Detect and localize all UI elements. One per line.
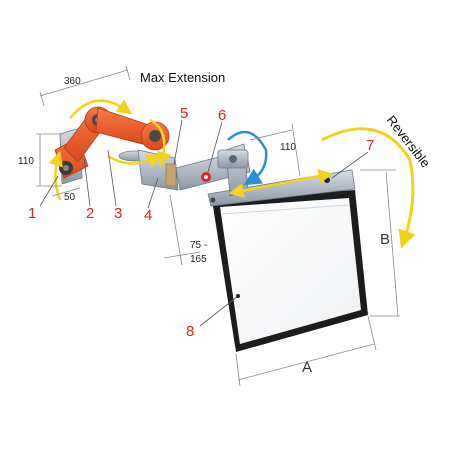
- dimension-lines: [36, 65, 400, 387]
- callout-5: 5: [180, 105, 188, 122]
- callout-leaders: [39, 119, 369, 327]
- max-extension-label: Max Extension: [140, 70, 225, 85]
- bolt-icon: [324, 177, 330, 183]
- slide-dimension: 110: [280, 142, 296, 153]
- height-dimension-label: B: [380, 231, 390, 248]
- callout-3: 3: [114, 205, 122, 222]
- reversible-label: Reversible: [384, 113, 434, 171]
- articulated-arm: [54, 106, 170, 179]
- rotation-clamp: [217, 143, 249, 197]
- callout-6: 6: [218, 107, 226, 124]
- adjust-dimension-bottom: 165: [190, 254, 207, 265]
- width-dimension-label: A: [302, 359, 312, 376]
- callout-8: 8: [186, 323, 194, 340]
- base-offset-dimension: 50: [64, 192, 76, 203]
- callout-2: 2: [86, 205, 94, 222]
- swivel-mount: [118, 149, 179, 191]
- callout-7: 7: [366, 137, 374, 154]
- motion-arrows: [48, 99, 416, 249]
- callout-4: 4: [144, 207, 152, 224]
- adjust-dimension-top: 75 -: [190, 240, 207, 251]
- callout-1: 1: [28, 205, 36, 222]
- arm-height-dimension: 110: [18, 156, 34, 167]
- screen-panel: [212, 190, 368, 352]
- extension-dimension: 360: [64, 76, 81, 87]
